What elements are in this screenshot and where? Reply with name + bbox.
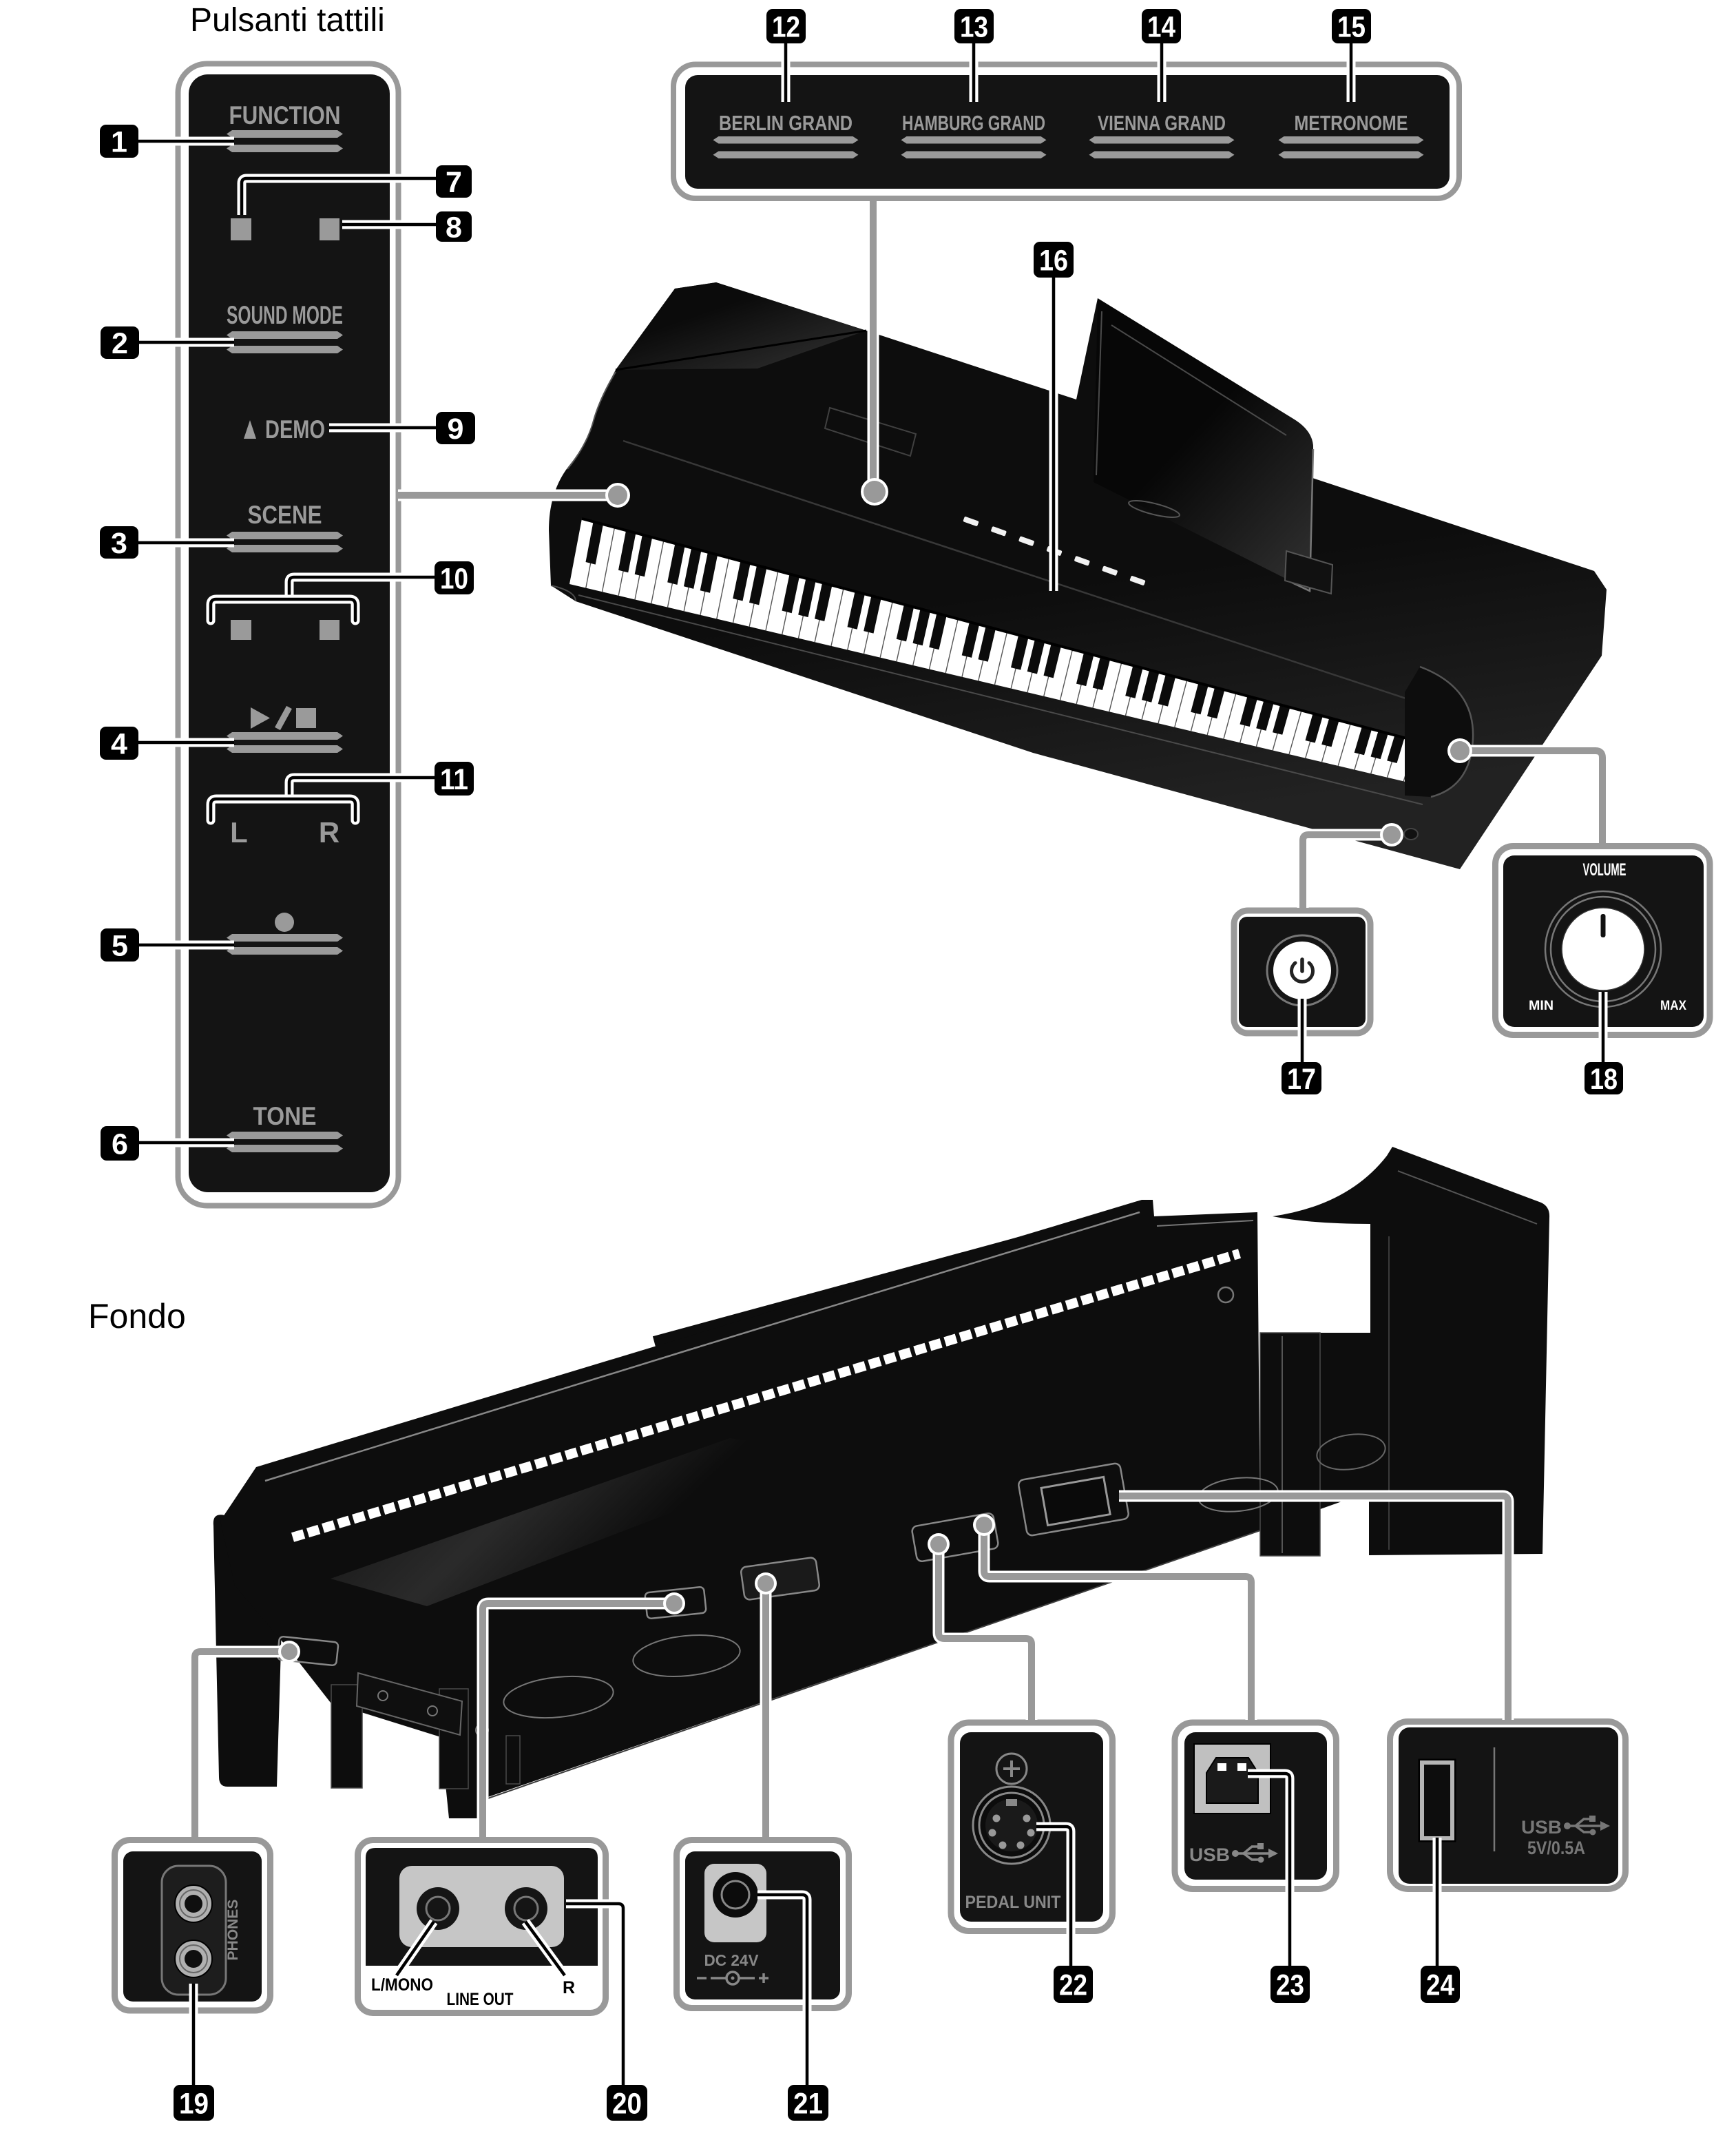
svg-text:BERLIN GRAND: BERLIN GRAND [719, 111, 853, 135]
svg-text:2: 2 [112, 327, 128, 360]
svg-text:VIENNA GRAND: VIENNA GRAND [1098, 111, 1226, 135]
svg-text:R: R [563, 1978, 575, 1997]
svg-text:24: 24 [1426, 1969, 1454, 2002]
svg-text:PEDAL UNIT: PEDAL UNIT [965, 1893, 1061, 1912]
svg-text:12: 12 [772, 11, 800, 44]
svg-text:SOUND MODE: SOUND MODE [227, 301, 343, 329]
svg-text:DEMO: DEMO [265, 415, 325, 444]
svg-text:METRONOME: METRONOME [1295, 111, 1408, 135]
svg-text:VOLUME: VOLUME [1583, 860, 1627, 880]
svg-text:10: 10 [440, 563, 468, 596]
svg-text:9: 9 [448, 413, 464, 446]
svg-text:Fondo: Fondo [88, 1297, 186, 1336]
svg-text:5: 5 [112, 930, 128, 963]
svg-text:13: 13 [960, 11, 988, 44]
svg-text:LINE OUT: LINE OUT [447, 1990, 514, 2009]
svg-text:PHONES: PHONES [225, 1900, 241, 1961]
svg-text:USB: USB [1521, 1817, 1562, 1838]
svg-text:8: 8 [446, 211, 462, 245]
svg-text:20: 20 [612, 2088, 642, 2121]
svg-text:4: 4 [111, 728, 127, 761]
svg-text:MIN: MIN [1529, 999, 1554, 1013]
svg-text:3: 3 [111, 527, 127, 560]
svg-text:L/MONO: L/MONO [371, 1975, 433, 1995]
svg-text:SCENE: SCENE [248, 501, 322, 529]
svg-text:DC 24V: DC 24V [704, 1951, 760, 1969]
svg-text:17: 17 [1287, 1063, 1316, 1096]
svg-text:11: 11 [440, 763, 468, 796]
svg-text:1: 1 [111, 126, 127, 159]
svg-text:Pulsanti tattili: Pulsanti tattili [190, 2, 385, 39]
svg-text:R: R [319, 816, 339, 849]
svg-text:L: L [230, 816, 248, 849]
svg-text:MAX: MAX [1660, 999, 1686, 1013]
svg-text:5V/0.5A: 5V/0.5A [1527, 1838, 1585, 1858]
svg-text:6: 6 [112, 1128, 128, 1161]
svg-text:TONE: TONE [253, 1102, 317, 1130]
svg-text:21: 21 [793, 2088, 823, 2121]
svg-text:23: 23 [1276, 1969, 1304, 2002]
svg-text:22: 22 [1059, 1969, 1087, 2002]
svg-text:FUNCTION: FUNCTION [229, 101, 341, 129]
svg-text:14: 14 [1147, 11, 1175, 44]
svg-text:7: 7 [446, 166, 462, 199]
svg-text:HAMBURG GRAND: HAMBURG GRAND [902, 111, 1045, 135]
svg-text:19: 19 [179, 2088, 209, 2121]
svg-text:USB: USB [1189, 1845, 1230, 1865]
svg-text:16: 16 [1039, 245, 1068, 278]
svg-text:18: 18 [1590, 1063, 1618, 1096]
svg-text:15: 15 [1337, 11, 1366, 44]
